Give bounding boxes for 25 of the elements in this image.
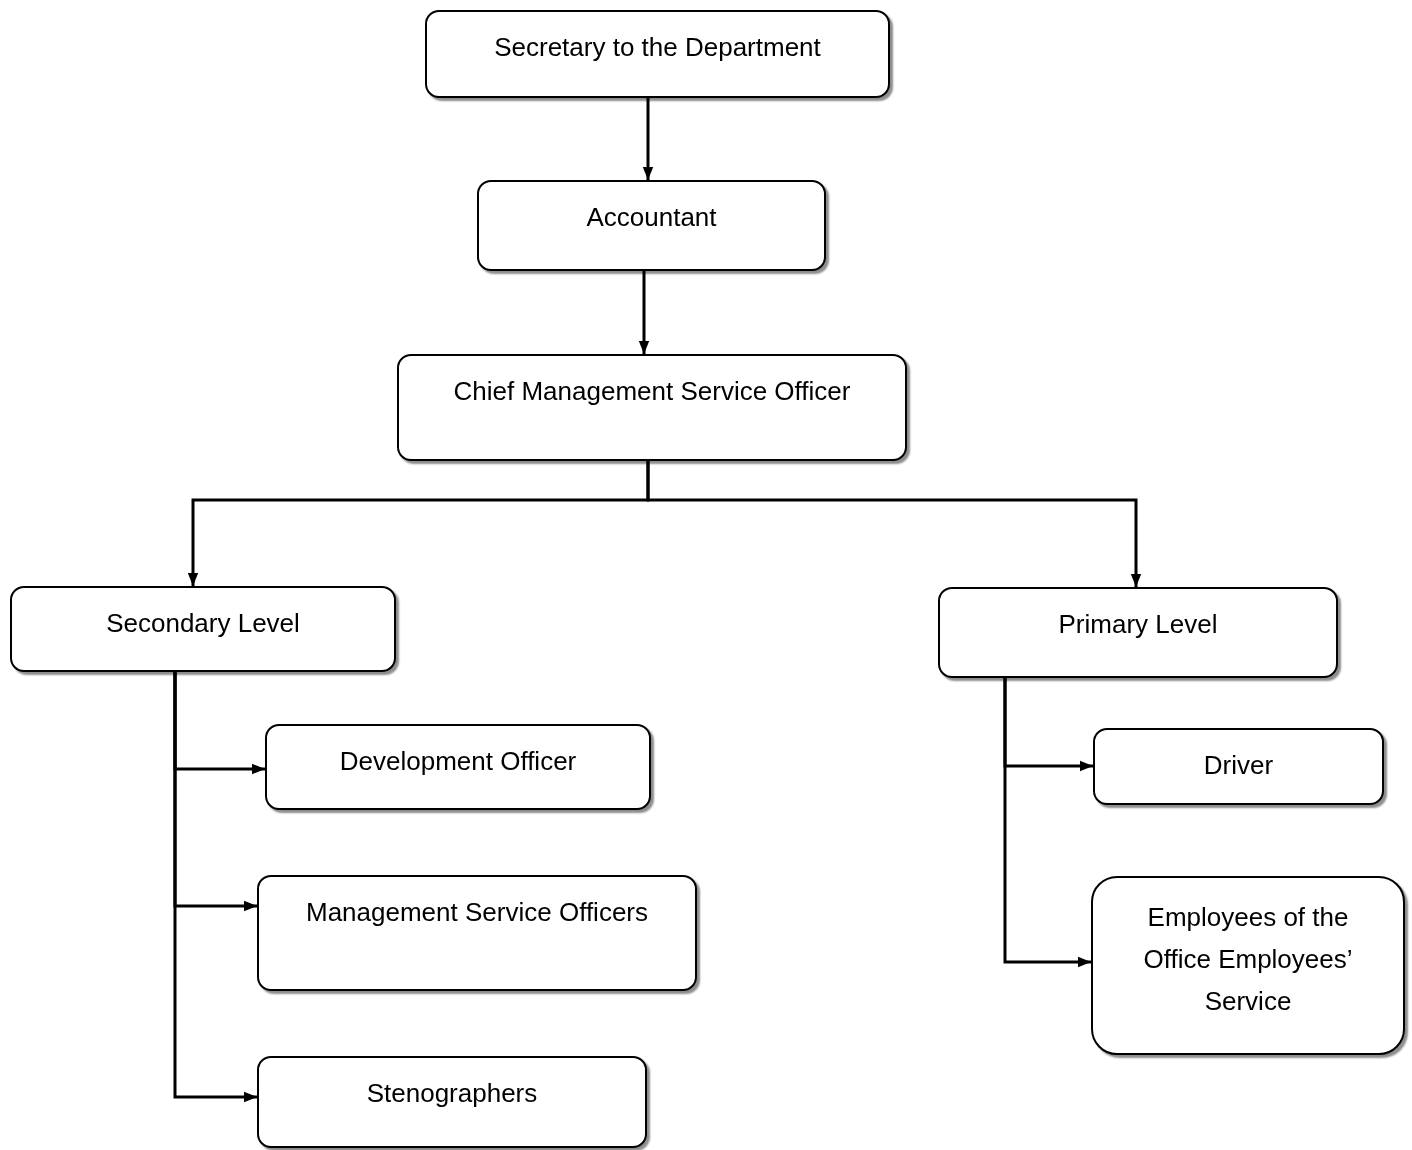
role-title: Secondary Level <box>106 607 300 640</box>
org-box <box>397 354 907 461</box>
org-box <box>10 586 396 672</box>
role-title: Accountant <box>586 201 717 234</box>
org-box <box>257 1056 647 1148</box>
role-title: Management Service Officers <box>306 896 648 929</box>
role-title: Chief Management Service Officer <box>453 375 851 408</box>
org-box <box>938 587 1338 678</box>
org-box <box>1093 728 1384 805</box>
role-title: Stenographers <box>366 1077 538 1110</box>
org-box <box>257 875 697 991</box>
connector-arrow <box>1003 678 1091 968</box>
org-box <box>477 180 826 271</box>
role-title: Driver <box>1203 749 1274 782</box>
role-title: Development Officer <box>339 745 577 778</box>
org-box <box>265 724 651 810</box>
connector-arrow <box>646 461 1142 587</box>
connector-arrow <box>642 98 654 180</box>
connector-arrow <box>173 672 257 1103</box>
org-box <box>1091 876 1405 1055</box>
role-title: Secretary to the Department <box>494 31 821 64</box>
connector-arrow <box>638 271 650 354</box>
role-title: Employees of the Office Employees’ Service <box>1142 901 1354 1018</box>
role-title: Primary Level <box>1058 608 1218 641</box>
org-box <box>425 10 890 98</box>
